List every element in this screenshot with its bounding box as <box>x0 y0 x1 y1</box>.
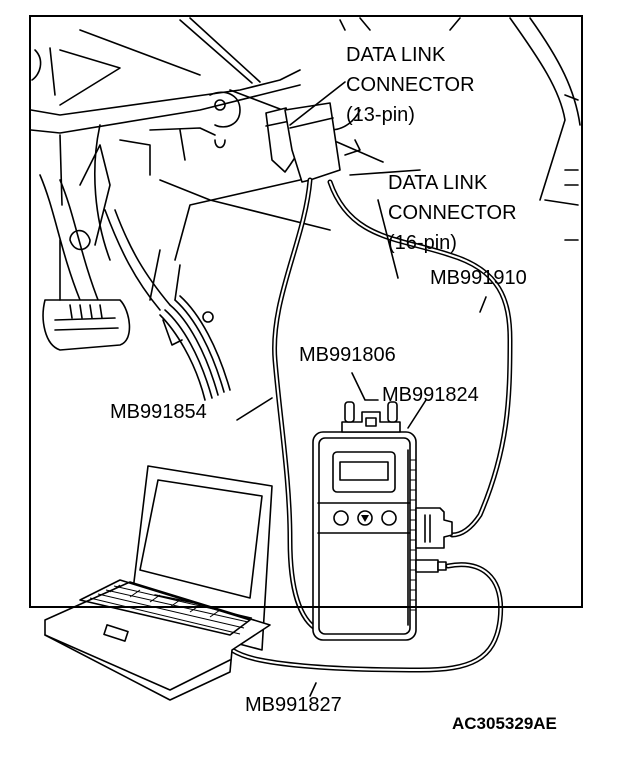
label-dlc-13-pin: DATA LINK CONNECTOR (13-pin) <box>346 40 475 130</box>
vci-device-mb991824 <box>312 431 453 641</box>
label-dlc16-line3: (16-pin) <box>388 232 457 254</box>
label-dlc-16-pin: DATA LINK CONNECTOR (16-pin) <box>388 168 517 258</box>
laptop-computer <box>44 465 273 701</box>
vehicle-interior-illustration <box>30 17 581 401</box>
label-mb991827: MB991827 <box>245 694 342 716</box>
label-dlc13-line3: (13-pin) <box>346 104 415 126</box>
label-mb991854: MB991854 <box>110 401 207 423</box>
cable-mb991827 <box>229 562 504 673</box>
label-dlc13-line1: DATA LINK <box>346 44 446 66</box>
leader-lines <box>236 81 487 697</box>
diagram-frame <box>29 15 583 608</box>
label-dlc16-line1: DATA LINK <box>388 172 488 194</box>
dlc-13-pin-connector <box>265 107 301 173</box>
adapter-mb991806 <box>341 401 401 433</box>
figure-id: AC305329AE <box>452 714 557 733</box>
cable-mb991910 <box>327 179 513 538</box>
label-mb991824: MB991824 <box>382 384 479 406</box>
label-dlc13-line2: CONNECTOR <box>346 74 475 96</box>
label-mb991806: MB991806 <box>299 344 396 366</box>
label-dlc16-line2: CONNECTOR <box>388 202 517 224</box>
label-mb991910: MB991910 <box>430 267 527 289</box>
cable-mb991854 <box>272 177 321 633</box>
